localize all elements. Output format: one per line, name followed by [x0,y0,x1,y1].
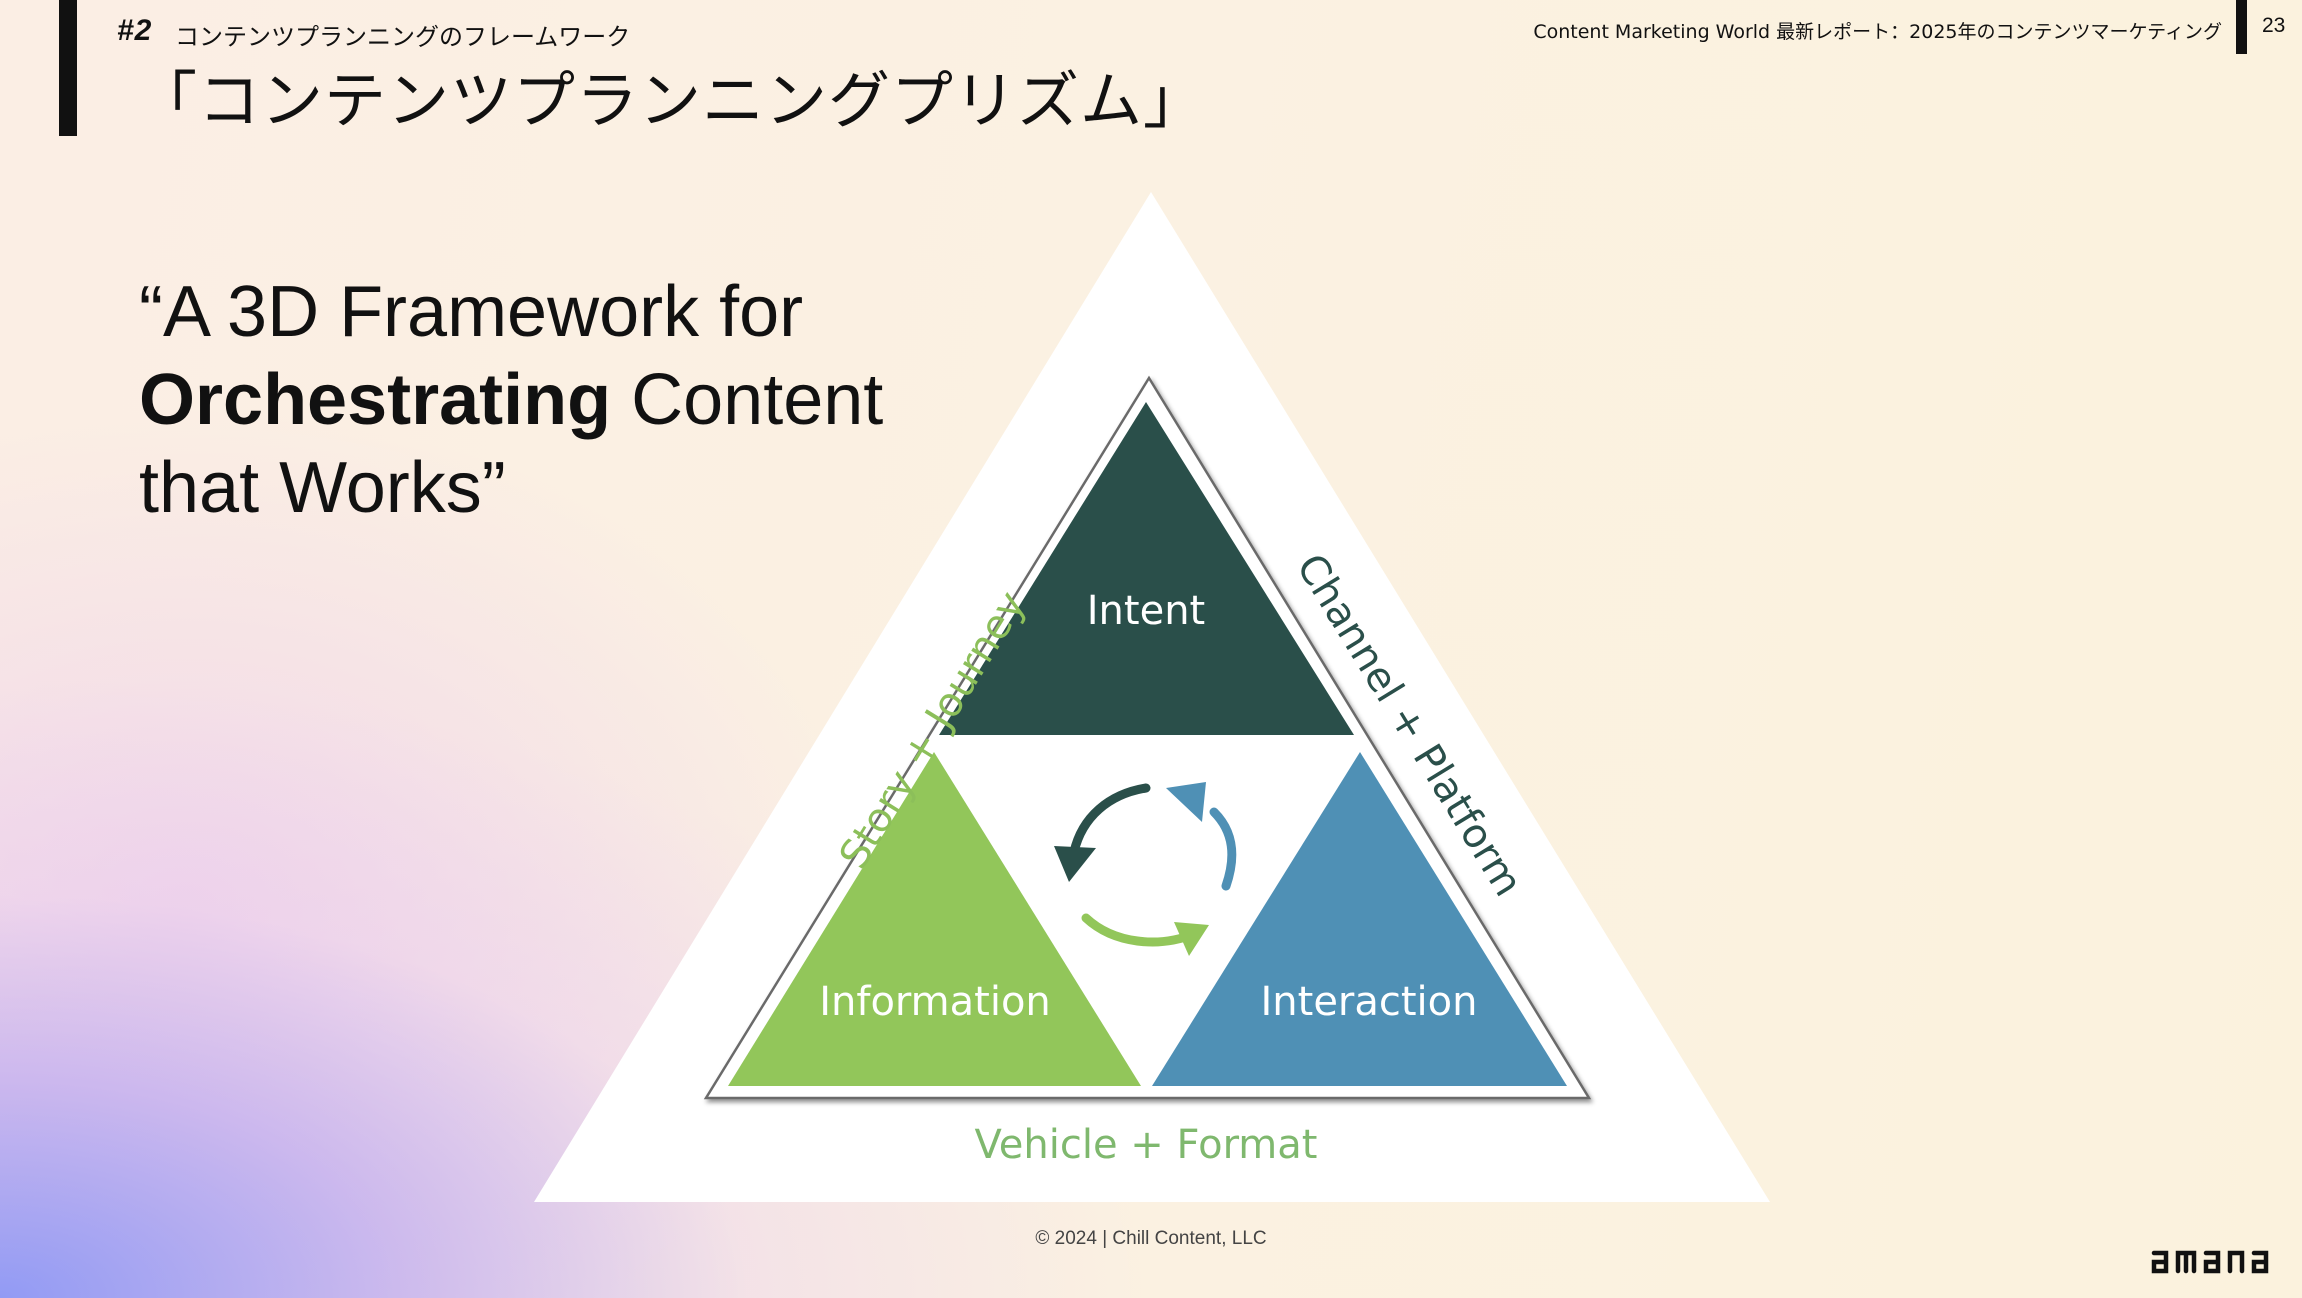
page-number: 23 [2262,14,2286,37]
page-title: 「コンテンツプランニングプリズム」 [135,64,1207,137]
section-title: コンテンツプランニングのフレームワーク [175,23,631,51]
intent-label: Intent [1087,588,1205,634]
interaction-triangle [1152,752,1567,1086]
section-number: #2 [117,14,153,47]
copyright-notice: © 2024 | Chill Content, LLC [1035,1228,1267,1249]
content-planning-prism-diagram: Intent Information Interaction Story + J… [534,192,1770,1202]
framework-quote: “A 3D Framework for Orchestrating Conten… [139,268,883,532]
quote-line-2: Orchestrating Content [139,356,883,444]
intent-triangle [939,402,1354,735]
quote-line-1: “A 3D Framework for [139,272,804,352]
interaction-label: Interaction [1260,979,1477,1025]
amana-logo [2150,1238,2280,1278]
quote-bold-word: Orchestrating [139,360,612,440]
quote-line-2-rest: Content [611,360,884,440]
report-title: Content Marketing World 最新レポート：2025年のコンテ… [1533,21,2222,43]
vehicle-format-label: Vehicle + Format [975,1122,1318,1168]
information-label: Information [819,979,1051,1025]
cycle-arrows-icon [1054,782,1237,956]
quote-line-3: that Works” [139,448,506,528]
header-accent-bar [59,0,77,136]
page-number-bar [2236,0,2247,54]
information-triangle [728,752,1141,1086]
